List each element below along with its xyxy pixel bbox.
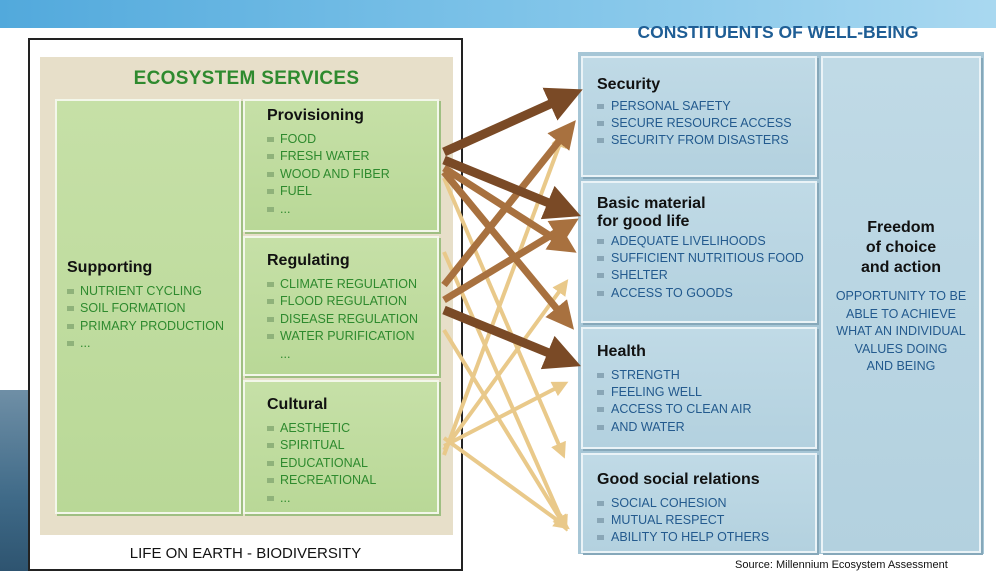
list-item: PRIMARY PRODUCTION: [67, 318, 231, 335]
health-list: STRENGTH FEELING WELL ACCESS TO CLEAN AI…: [597, 367, 811, 436]
sky-background-strip: [0, 0, 996, 28]
list-item: SOCIAL COHESION: [597, 495, 811, 512]
list-item: ...: [67, 335, 231, 352]
list-item: CLIMATE REGULATION: [267, 276, 433, 293]
list-item: STRENGTH: [597, 367, 811, 384]
list-item: FEELING WELL: [597, 384, 811, 401]
freedom-heading-line3: and action: [860, 259, 941, 276]
social-relations-heading: Good social relations: [597, 471, 760, 488]
regulating-list: CLIMATE REGULATION FLOOD REGULATION DISE…: [267, 276, 433, 346]
list-item-continuation: AND WATER: [597, 419, 811, 436]
life-on-earth-label: LIFE ON EARTH - BIODIVERSITY: [129, 545, 362, 562]
list-item: DISEASE REGULATION: [267, 311, 433, 328]
freedom-heading-line2: of choice: [865, 239, 937, 256]
linkage-arrow-weak: [442, 328, 568, 532]
list-item: EDUCATIONAL: [267, 455, 431, 472]
list-item: FRESH WATER: [267, 148, 431, 165]
social-relations-list: SOCIAL COHESION MUTUAL RESPECT ABILITY T…: [597, 495, 811, 547]
health-box: Health STRENGTH FEELING WELL ACCESS TO C…: [581, 327, 817, 449]
freedom-box: Freedom of choice and action OPPORTUNITY…: [821, 56, 981, 553]
list-item: FOOD: [267, 131, 431, 148]
list-item: ...: [267, 490, 431, 507]
freedom-heading-line1: Freedom: [867, 219, 935, 236]
cultural-box: Cultural AESTHETIC SPIRITUAL EDUCATIONAL…: [243, 380, 439, 514]
cultural-heading: Cultural: [267, 396, 328, 413]
list-item: ADEQUATE LIVELIHOODS: [597, 233, 811, 250]
health-heading: Health: [597, 343, 646, 360]
freedom-text-line: VALUES DOING: [854, 341, 948, 356]
list-item: NUTRIENT CYCLING: [67, 283, 231, 300]
list-item: SECURE RESOURCE ACCESS: [597, 115, 811, 132]
freedom-text-line: AND BEING: [866, 359, 936, 373]
list-item: ...: [267, 201, 431, 218]
list-item: ACCESS TO CLEAN AIR: [597, 401, 811, 418]
basic-material-list: ADEQUATE LIVELIHOODS SUFFICIENT NUTRITIO…: [597, 233, 811, 302]
list-item: FLOOD REGULATION: [267, 293, 433, 310]
security-list: PERSONAL SAFETY SECURE RESOURCE ACCESS S…: [597, 98, 811, 150]
source-credit: Source: Millennium Ecosystem Assessment: [735, 559, 948, 571]
linkage-arrow-weak: [442, 436, 570, 530]
linkage-arrow-strong: [442, 87, 583, 157]
regulating-more: ...: [280, 346, 291, 361]
linkage-arrow-medium: [442, 218, 579, 303]
linkage-arrow-strong: [442, 155, 581, 220]
list-item: WATER PURIFICATION: [267, 328, 433, 345]
freedom-description: OPPORTUNITY TO BE ABLE TO ACHIEVE WHAT A…: [829, 288, 973, 376]
linkage-arrow-weak: [442, 251, 568, 532]
supporting-box: Supporting NUTRIENT CYCLING SOIL FORMATI…: [55, 99, 241, 514]
cultural-list: AESTHETIC SPIRITUAL EDUCATIONAL RECREATI…: [267, 420, 431, 507]
list-item: WOOD AND FIBER: [267, 166, 431, 183]
regulating-heading: Regulating: [267, 252, 350, 269]
list-item: AESTHETIC: [267, 420, 431, 437]
list-item: RECREATIONAL: [267, 472, 431, 489]
list-item: MUTUAL RESPECT: [597, 512, 811, 529]
list-item: SECURITY FROM DISASTERS: [597, 132, 811, 149]
list-item: SOIL FORMATION: [67, 300, 231, 317]
provisioning-list: FOOD FRESH WATER WOOD AND FIBER FUEL ...: [267, 131, 431, 218]
list-item: SUFFICIENT NUTRITIOUS FOOD: [597, 250, 811, 267]
supporting-heading: Supporting: [67, 259, 153, 276]
security-heading: Security: [597, 76, 661, 93]
freedom-text-line: ABLE TO ACHIEVE: [845, 306, 956, 321]
linkage-arrow-medium: [441, 169, 575, 330]
ecosystem-services-title: ECOSYSTEM SERVICES: [133, 68, 360, 89]
list-item: FUEL: [267, 183, 431, 200]
list-item: SHELTER: [597, 267, 811, 284]
provisioning-heading: Provisioning: [267, 107, 364, 124]
freedom-text-line: OPPORTUNITY TO BE: [835, 289, 967, 303]
linkage-arrow-weak: [442, 279, 569, 452]
provisioning-box: Provisioning FOOD FRESH WATER WOOD AND F…: [243, 99, 439, 232]
linkage-arrow-weak: [442, 177, 566, 459]
basic-material-heading-line1: Basic material: [597, 195, 706, 212]
freedom-text-line: WHAT AN INDIVIDUAL: [836, 324, 966, 338]
mountain-background-edge: [0, 390, 30, 571]
basic-material-heading-line2: for good life: [597, 213, 690, 230]
well-being-title: CONSTITUENTS OF WELL-BEING: [637, 22, 919, 42]
linkage-arrow-strong: [442, 305, 581, 370]
regulating-box: Regulating CLIMATE REGULATION FLOOD REGU…: [243, 236, 439, 376]
supporting-list: NUTRIENT CYCLING SOIL FORMATION PRIMARY …: [67, 283, 231, 353]
social-relations-box: Good social relations SOCIAL COHESION MU…: [581, 453, 817, 553]
linkage-arrow-medium: [441, 120, 576, 288]
list-item: PERSONAL SAFETY: [597, 98, 811, 115]
linkage-arrow-weak: [443, 381, 569, 448]
list-item: SPIRITUAL: [267, 437, 431, 454]
list-item: ABILITY TO HELP OTHERS: [597, 529, 811, 546]
security-box: Security PERSONAL SAFETY SECURE RESOURCE…: [581, 56, 817, 177]
basic-material-box: Basic material for good life ADEQUATE LI…: [581, 181, 817, 323]
list-item: ACCESS TO GOODS: [597, 285, 811, 302]
